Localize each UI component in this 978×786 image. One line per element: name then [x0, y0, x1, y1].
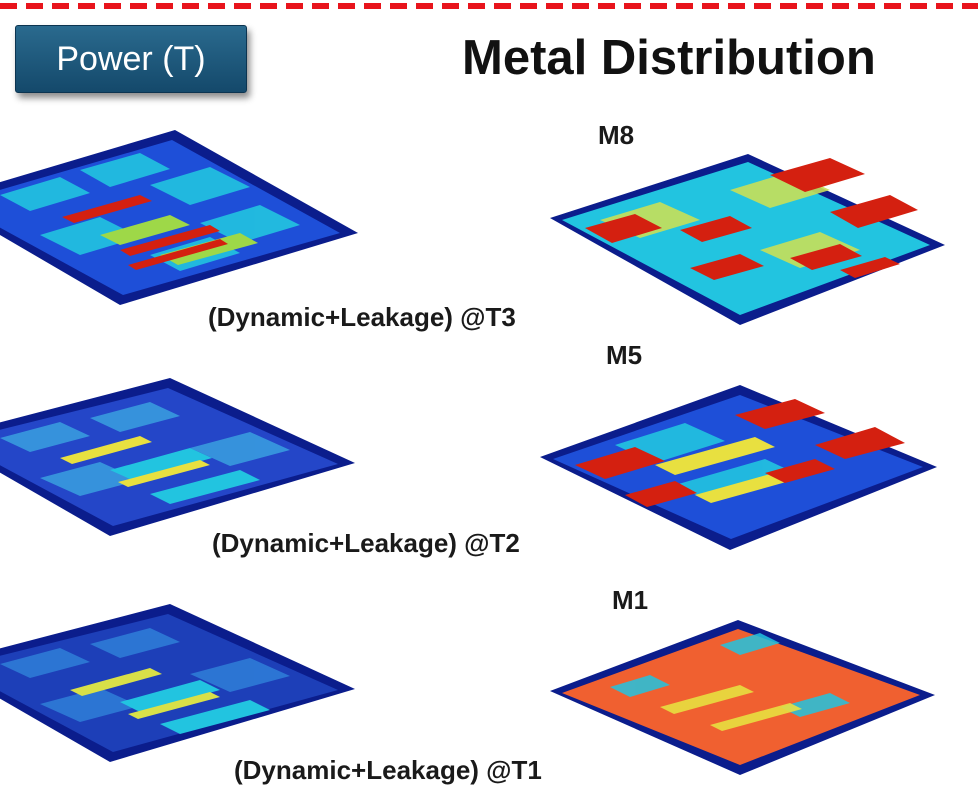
- metal-label-m1: M1: [612, 585, 649, 615]
- power-map-t1: [0, 604, 355, 762]
- power-tag: Power (T): [15, 25, 247, 93]
- page-title: Metal Distribution: [462, 31, 876, 85]
- power-caption-t2: (Dynamic+Leakage) @T2: [212, 528, 520, 558]
- metal-label-m8: M8: [598, 120, 635, 150]
- power-map-t2: [0, 378, 355, 536]
- dashed-border-top: [0, 3, 978, 9]
- power-caption-t1: (Dynamic+Leakage) @T1: [234, 755, 542, 785]
- metal-map-m5: [540, 385, 937, 550]
- metal-map-m1: [550, 620, 935, 775]
- metal-map-m8: [550, 154, 945, 325]
- metal-label-m5: M5: [606, 340, 643, 370]
- power-caption-t3: (Dynamic+Leakage) @T3: [208, 302, 516, 332]
- power-map-t3: [0, 130, 358, 305]
